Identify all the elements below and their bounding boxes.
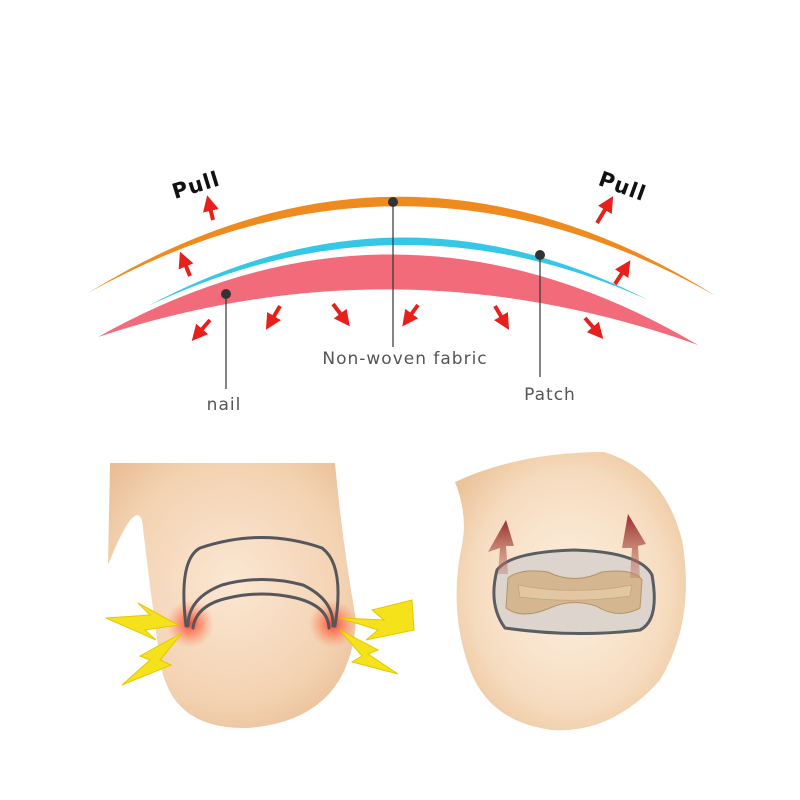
- nail-label: nail: [207, 395, 242, 415]
- patch-label: Patch: [524, 385, 576, 405]
- pull-label-left: Pull: [169, 167, 223, 204]
- patch-dot: [535, 250, 545, 260]
- patched-toe-illustration: [455, 452, 686, 731]
- fabric-layer: [88, 196, 716, 296]
- pull-arrows: [178, 195, 631, 286]
- cross-section: [88, 196, 716, 345]
- nail-dot: [221, 289, 231, 299]
- arrow-up-icon: [178, 251, 194, 277]
- lift-arrow-left-icon: [488, 520, 514, 574]
- arrow-down-icon: [583, 316, 604, 340]
- lightning-icon: [339, 629, 399, 675]
- non-woven-fabric-label: Non-woven fabric: [322, 349, 487, 369]
- lightning-icon: [105, 602, 180, 641]
- arrow-down-icon: [191, 318, 212, 342]
- nail-outline-inner: [191, 592, 331, 630]
- arrow-down-icon: [493, 304, 510, 330]
- patch-inner-strip: [517, 584, 633, 601]
- lift-arrow-right-icon: [622, 514, 646, 578]
- arrow-down-icon: [402, 303, 420, 327]
- arrow-up-icon: [613, 260, 631, 286]
- nail-outline-outer: [182, 536, 340, 628]
- nail-outline-mid: [186, 578, 335, 628]
- fabric-dot: [388, 197, 398, 207]
- pull-label-right: Pull: [595, 167, 649, 206]
- down-arrows: [191, 302, 604, 342]
- lightning-icon: [339, 599, 415, 641]
- nail-layer: [98, 254, 698, 345]
- pain-bolts: [105, 599, 415, 686]
- toe-skin: [108, 463, 356, 729]
- arrow-up-icon: [595, 196, 614, 225]
- lightning-icon: [121, 632, 183, 686]
- arrow-down-icon: [265, 304, 282, 330]
- ingrown-toe-illustration: [105, 463, 415, 729]
- patch-layer: [148, 237, 648, 306]
- arrow-down-icon: [331, 302, 350, 327]
- arrow-up-icon: [203, 195, 219, 221]
- leaders: [221, 197, 545, 389]
